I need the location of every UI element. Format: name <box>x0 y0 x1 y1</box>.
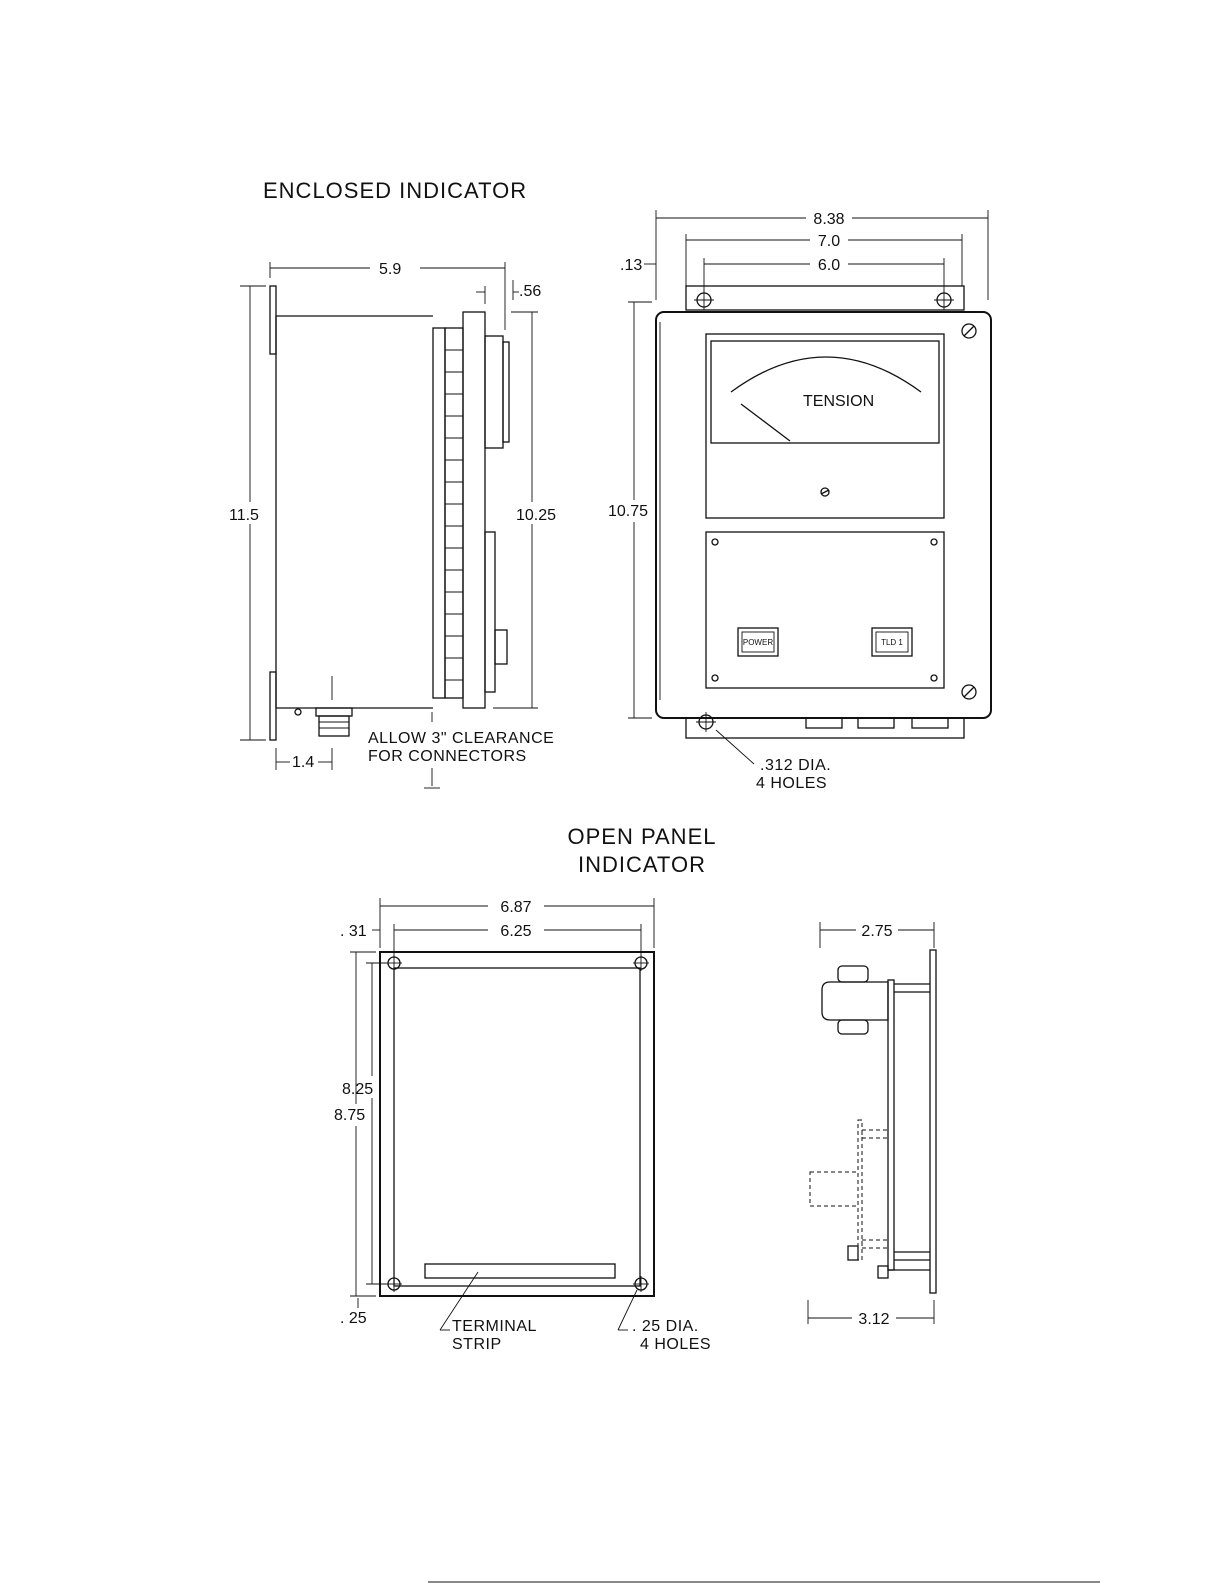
enclosed-hole-note-line1: .312 DIA. <box>760 757 831 774</box>
open-hole-note-line1: . 25 DIA. <box>632 1318 699 1335</box>
connector-offset-dim: 1.4 <box>292 754 314 771</box>
open-panel-title-line1: OPEN PANEL <box>568 824 717 849</box>
front-offset-dim: .13 <box>620 257 642 274</box>
front-depth-dim: .56 <box>519 283 541 300</box>
open-panel-title-line2: INDICATOR <box>578 852 706 877</box>
open-hole-note-line2: 4 HOLES <box>640 1336 711 1353</box>
power-button-label: POWER <box>743 638 773 647</box>
open-left-offset-dim: . 31 <box>340 923 367 940</box>
side-bottom-width-dim: 3.12 <box>858 1311 889 1328</box>
front-height-dim: 10.75 <box>608 503 648 520</box>
enclosed-hole-note-line2: 4 HOLES <box>756 775 827 792</box>
hinge-segments <box>445 350 463 680</box>
open-panel-side-view: 2.75 3.12 <box>808 922 936 1328</box>
clearance-note-line1: ALLOW 3" CLEARANCE <box>368 730 554 747</box>
open-bottom-offset-dim: . 25 <box>340 1310 367 1327</box>
open-inner-height-dim: 8.25 <box>342 1081 373 1098</box>
front-hole-spacing-dim: 6.0 <box>818 257 840 274</box>
enclosed-side-view: 5.9 .56 11.5 10.25 1.4 ALLOW 3" CLEARANC… <box>229 261 556 788</box>
tld-button-label: TLD 1 <box>881 638 903 647</box>
side-top-width-dim: 2.75 <box>861 923 892 940</box>
open-hole-spacing-dim: 6.25 <box>500 923 531 940</box>
terminal-strip-label-line1: TERMINAL <box>452 1318 537 1335</box>
panel-height-dim: 10.25 <box>516 507 556 524</box>
terminal-strip-label-line2: STRIP <box>452 1336 502 1353</box>
side-width-dim: 5.9 <box>379 261 401 278</box>
open-panel-front-view: TERMINAL STRIP . 25 DIA. 4 HOLES 6.87 6.… <box>334 898 711 1353</box>
enclosed-indicator-title: ENCLOSED INDICATOR <box>263 178 527 203</box>
open-overall-height-dim: 8.75 <box>334 1107 365 1124</box>
meter-label: TENSION <box>803 393 874 410</box>
side-height-dim: 11.5 <box>229 507 259 524</box>
open-overall-width-dim: 6.87 <box>500 899 531 916</box>
front-overall-width-dim: 8.38 <box>813 211 844 228</box>
front-mount-width-dim: 7.0 <box>818 233 840 250</box>
enclosed-front-view: TENSION POWER TLD 1 .31 <box>608 210 991 792</box>
terminal-strip <box>425 1264 615 1278</box>
clearance-note-line2: FOR CONNECTORS <box>368 748 527 765</box>
